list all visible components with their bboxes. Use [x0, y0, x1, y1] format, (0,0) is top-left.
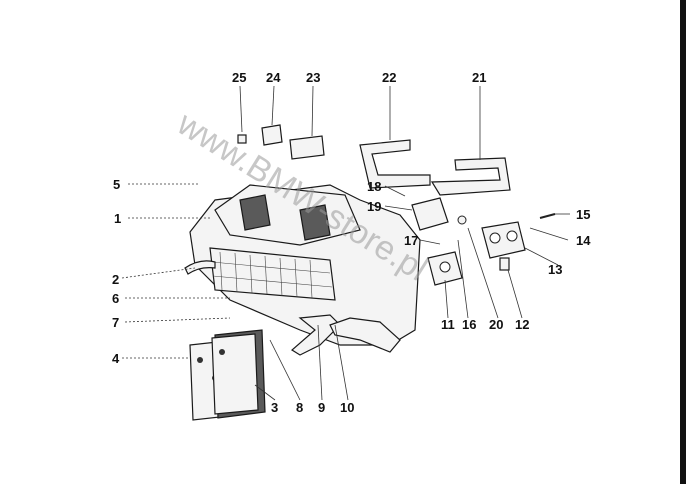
- callouts: 1 2 3 4 5 6 7 8 9 10 11 12 13 14 15 16 1…: [112, 70, 591, 415]
- callout-15: 15: [576, 207, 590, 222]
- callout-16: 16: [462, 317, 476, 332]
- callout-18: 18: [367, 179, 381, 194]
- valve-13: [481, 221, 526, 259]
- callout-5: 5: [113, 177, 120, 192]
- callout-14: 14: [576, 233, 591, 248]
- callout-2: 2: [112, 272, 119, 287]
- callout-13: 13: [548, 262, 562, 277]
- callout-10: 10: [340, 400, 354, 415]
- filter-pad-3: [211, 329, 266, 419]
- callout-6: 6: [112, 291, 119, 306]
- callout-8: 8: [296, 400, 303, 415]
- callout-23: 23: [306, 70, 320, 85]
- callout-25: 25: [232, 70, 246, 85]
- callout-11: 11: [441, 317, 455, 332]
- heater-pipes: [184, 260, 401, 356]
- part-25: [237, 134, 247, 144]
- right-edge-bar: [680, 0, 686, 484]
- callout-17: 17: [404, 233, 418, 248]
- heater-core: [209, 247, 336, 301]
- fitting-20: [457, 215, 467, 225]
- duct-22: [359, 139, 431, 189]
- callout-1: 1: [114, 211, 121, 226]
- callout-20: 20: [489, 317, 503, 332]
- callout-12: 12: [515, 317, 529, 332]
- part-24: [261, 124, 283, 146]
- flange-19: [411, 197, 449, 231]
- callout-7: 7: [112, 315, 119, 330]
- callout-19: 19: [367, 199, 381, 214]
- flange-11: [427, 251, 463, 286]
- callout-4: 4: [112, 351, 120, 366]
- duct-21: [430, 157, 511, 196]
- callout-24: 24: [266, 70, 281, 85]
- screw-15: [539, 213, 556, 219]
- part-23: [289, 135, 325, 160]
- callout-9: 9: [318, 400, 325, 415]
- fitting-12: [499, 257, 510, 271]
- callout-3: 3: [271, 400, 278, 415]
- callout-21: 21: [472, 70, 486, 85]
- leader-lines: [121, 85, 570, 401]
- callout-22: 22: [382, 70, 396, 85]
